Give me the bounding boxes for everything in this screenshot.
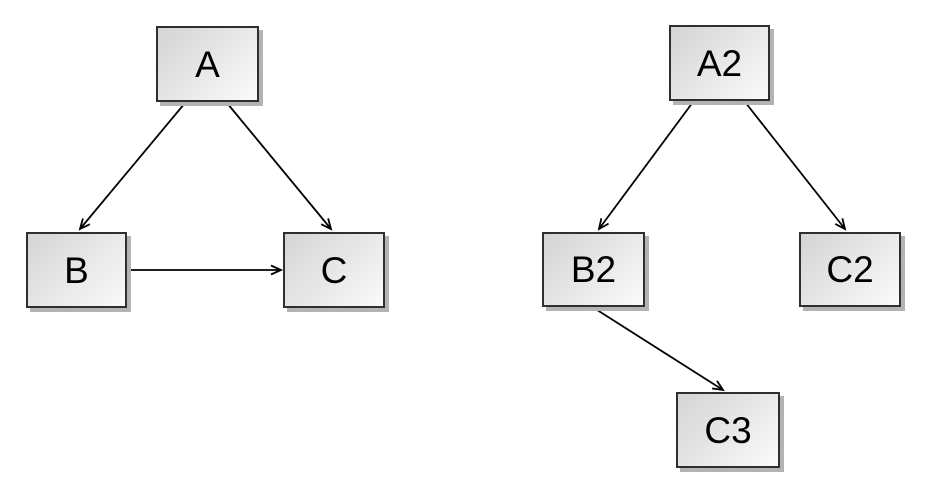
node-C: C (283, 232, 385, 308)
node-A2: A2 (669, 25, 770, 101)
node-B: B (26, 232, 127, 308)
node-label: A2 (696, 42, 743, 84)
node-label: C3 (704, 409, 752, 451)
edge-A-B (78, 102, 186, 231)
node-label: B2 (570, 249, 617, 290)
edge-A2-C2 (744, 101, 847, 231)
node-C3: C3 (676, 392, 780, 468)
node-A: A (156, 26, 259, 102)
node-label: C2 (826, 249, 874, 290)
node-label: A (195, 43, 220, 85)
node-C2: C2 (799, 232, 901, 307)
edge-A-C (226, 102, 333, 231)
edge-A2-B2 (597, 101, 694, 231)
node-label: C (320, 249, 348, 291)
node-label: B (64, 249, 89, 291)
edge-B2-C3 (593, 307, 725, 392)
node-B2: B2 (542, 232, 645, 307)
